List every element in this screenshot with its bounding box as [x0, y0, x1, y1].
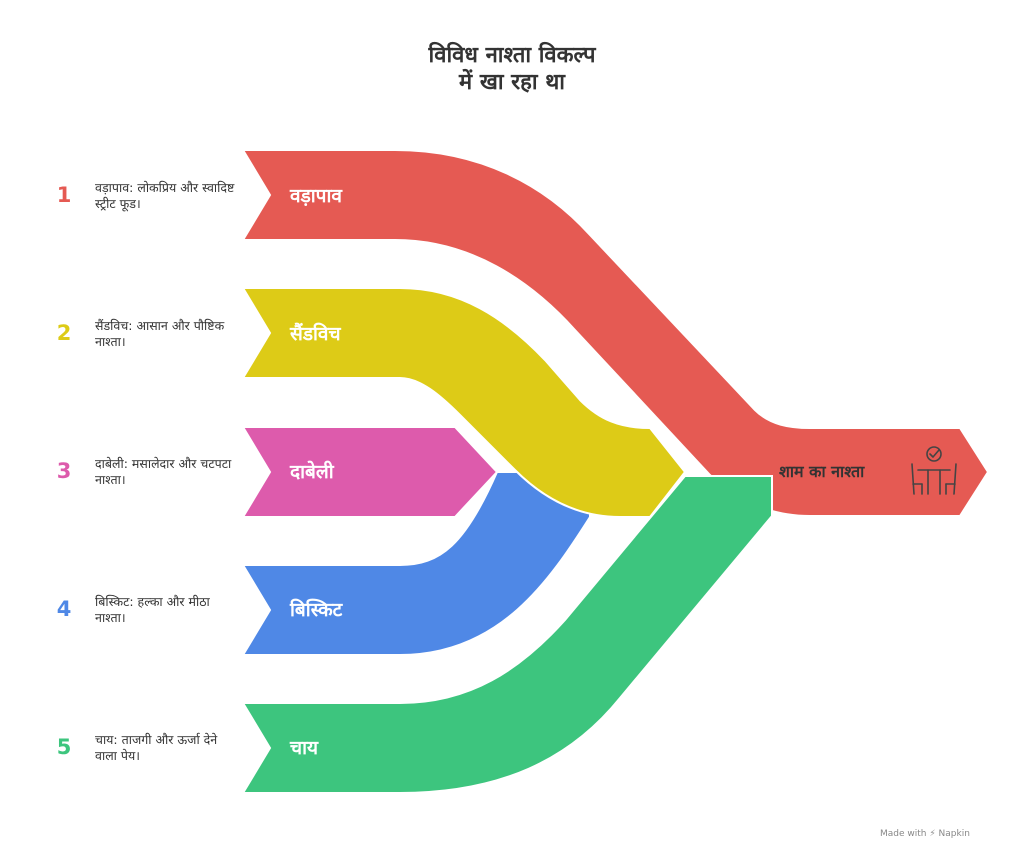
- band-label-vadapav: वड़ापाव: [289, 185, 343, 207]
- breakfast-table-icon: [911, 446, 957, 495]
- legend-text-2: सैंडविच: आसान और पौष्टिक नाश्ता।: [95, 318, 225, 349]
- legend-text-3: दाबेली: मसालेदार और चटपटा नाश्ता।: [95, 456, 232, 487]
- band-biscuit: [241, 471, 591, 656]
- diagram-title: विविध नाश्ता विकल्प में खा रहा था: [0, 42, 1024, 96]
- band-vadapav: [241, 149, 990, 517]
- title-line-1: विविध नाश्ता विकल्प: [428, 43, 596, 68]
- band-dabeli: [241, 426, 499, 518]
- target-label: शाम का नाश्ता: [779, 462, 865, 481]
- legend-text-1: वड़ापाव: लोकप्रिय और स्वादिष्ट स्ट्रीट फ…: [95, 180, 235, 211]
- legend-number-5: 5: [56, 735, 72, 759]
- band-chai: [241, 475, 773, 794]
- band-label-dabeli: दाबेली: [289, 460, 335, 483]
- band-label-biscuit: बिस्किट: [289, 598, 344, 621]
- legend-number-2: 2: [56, 321, 72, 345]
- legend-number-1: 1: [56, 183, 72, 207]
- legend-number-3: 3: [56, 459, 72, 483]
- band-label-sandwich: सैंडविच: [289, 322, 341, 345]
- band-label-chai: चाय: [289, 737, 319, 759]
- watermark: Made with ⚡ Napkin: [880, 829, 970, 839]
- title-line-2: में खा रहा था: [459, 70, 565, 95]
- band-sandwich: [241, 287, 687, 518]
- legend-number-4: 4: [56, 597, 72, 621]
- legend-text-5: चाय: ताजगी और ऊर्जा देने वाला पेय।: [95, 732, 218, 763]
- legend-text-4: बिस्किट: हल्का और मीठा नाश्ता।: [95, 594, 210, 625]
